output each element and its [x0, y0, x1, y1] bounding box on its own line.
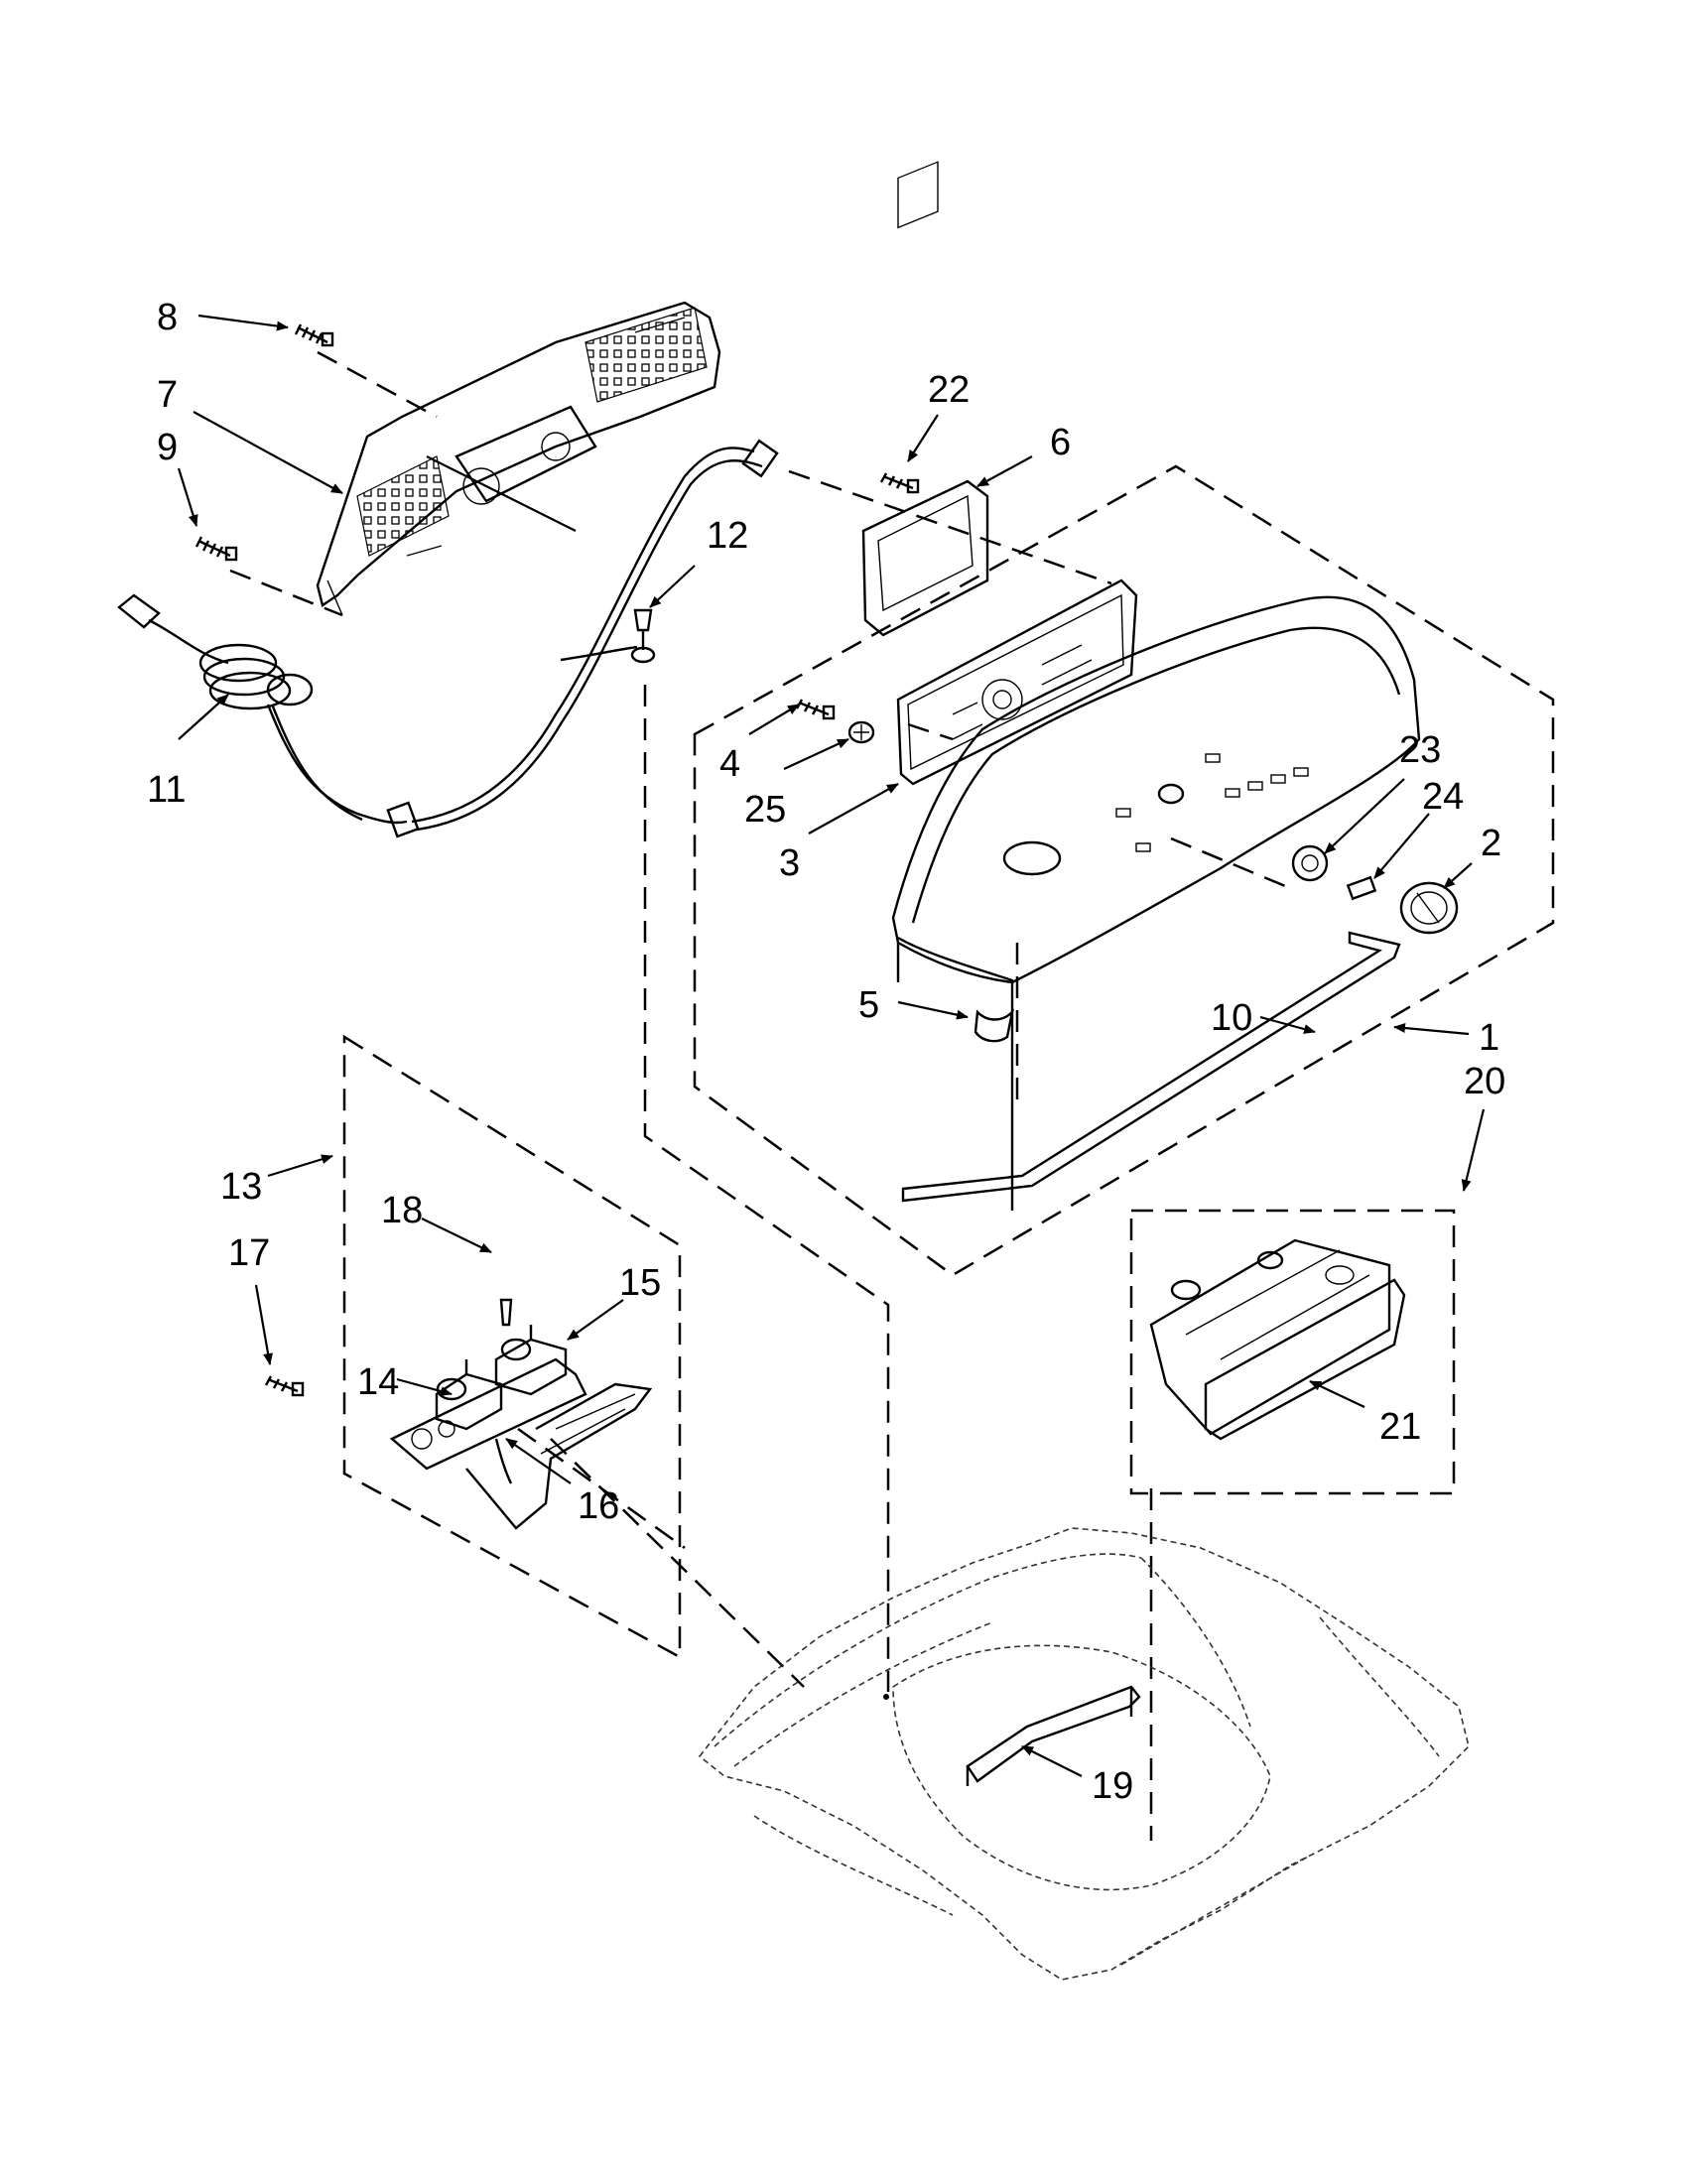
callout-13: 13: [220, 1166, 262, 1208]
screw-4-part: [795, 699, 836, 720]
screw-8-part: [294, 323, 334, 347]
callout-2: 2: [1481, 823, 1501, 864]
callout-11: 11: [147, 769, 186, 811]
clip-5-part: [974, 1008, 1014, 1043]
callout-22: 22: [928, 369, 970, 411]
leader-lines: [177, 314, 1486, 1777]
screw-22-part: [879, 472, 920, 494]
callout-24: 24: [1422, 776, 1464, 818]
knob-shaft-24-part: [1346, 875, 1377, 901]
callout-19: 19: [1092, 1765, 1133, 1807]
control-board-housing-part: [861, 161, 989, 637]
top-cover-part: [698, 1527, 1470, 1981]
callout-1: 1: [1479, 1017, 1499, 1059]
water-valve-assembly-part: [389, 1298, 653, 1530]
control-console-part: [891, 595, 1421, 1211]
rear-panel-part: [316, 301, 721, 616]
wire-harness-part: [411, 439, 779, 832]
inlet-assembly-boundary: [342, 1034, 682, 1660]
callout-9: 9: [157, 427, 178, 468]
callout-15: 15: [619, 1262, 661, 1304]
console-assembly-boundary: [693, 464, 1555, 1277]
callout-7: 7: [157, 374, 178, 416]
knob-ring-23-part: [1291, 844, 1329, 882]
callout-5: 5: [858, 984, 879, 1026]
screw-9-part: [195, 536, 238, 562]
callout-6: 6: [1050, 422, 1071, 463]
knob-2-part: [1399, 881, 1459, 935]
callout-25: 25: [744, 789, 786, 831]
callout-12: 12: [707, 515, 748, 557]
dispenser-drawer-part: [1149, 1238, 1406, 1441]
callout-14: 14: [357, 1361, 399, 1403]
encoder-25-part: [847, 720, 875, 744]
callout-18: 18: [381, 1190, 423, 1231]
callout-8: 8: [157, 297, 178, 338]
callout-23: 23: [1399, 729, 1441, 771]
callout-16: 16: [578, 1485, 619, 1527]
callout-4: 4: [719, 743, 740, 785]
callout-3: 3: [779, 842, 800, 884]
callout-17: 17: [228, 1232, 270, 1274]
user-interface-board-part: [896, 578, 1138, 786]
power-cord-part: [117, 593, 420, 838]
callout-10: 10: [1211, 997, 1252, 1039]
callout-labels: 8 7 9 11 12 22 6 4 25 3 23 24 2 5 10 1 2…: [147, 297, 1505, 1807]
ground-screw-part: [630, 608, 656, 664]
wire-routing-dashed-lines: [229, 350, 1291, 1841]
screw-17-part: [264, 1375, 305, 1397]
dispenser-assembly-boundary: [1129, 1209, 1456, 1495]
callout-21: 21: [1379, 1406, 1421, 1448]
callout-20: 20: [1464, 1061, 1505, 1102]
